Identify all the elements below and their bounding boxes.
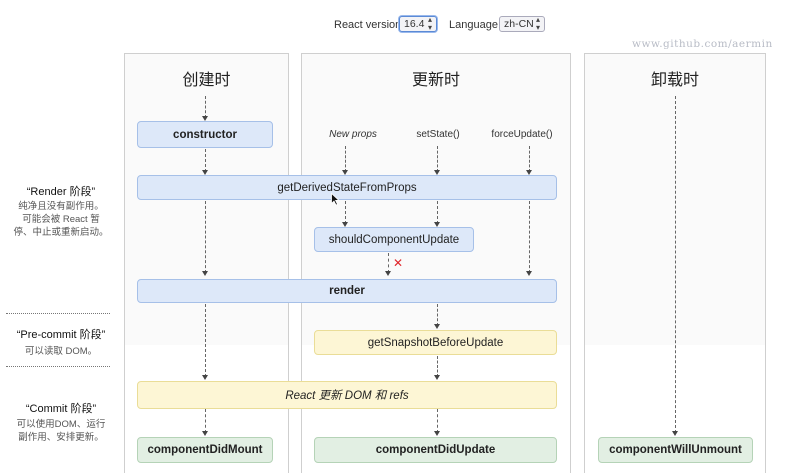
should-component-update-method[interactable]: shouldComponentUpdate bbox=[314, 227, 474, 252]
commit-phase-title: “Commit 阶段” bbox=[25, 403, 97, 415]
flow-connector bbox=[529, 146, 530, 172]
cancel-x-icon: ✕ bbox=[393, 256, 404, 270]
arrow-down-icon bbox=[202, 170, 208, 175]
update-column-title: 更新时 bbox=[411, 72, 460, 89]
arrow-down-icon bbox=[385, 271, 391, 276]
component-did-mount-method[interactable]: componentDidMount bbox=[137, 437, 273, 463]
force-update-trigger: forceUpdate() bbox=[491, 129, 553, 140]
flow-connector bbox=[345, 146, 346, 172]
cursor-icon bbox=[331, 193, 340, 206]
arrow-down-icon bbox=[342, 170, 348, 175]
arrow-down-icon bbox=[434, 431, 440, 436]
commit-phase-desc: 可以使用DOM、运行 副作用、安排更新。 bbox=[16, 419, 106, 443]
language-label: Language bbox=[449, 19, 498, 31]
precommit-phase-desc: 可以读取 DOM。 bbox=[24, 346, 98, 357]
phase-divider bbox=[6, 313, 110, 314]
react-version-value: 16.4 bbox=[404, 18, 425, 30]
arrow-down-icon bbox=[434, 170, 440, 175]
new-props-trigger: New props bbox=[329, 129, 377, 140]
arrow-down-icon bbox=[202, 271, 208, 276]
language-value: zh-CN bbox=[504, 18, 534, 30]
arrow-down-icon bbox=[526, 170, 532, 175]
flow-connector bbox=[437, 304, 438, 326]
arrow-down-icon bbox=[342, 222, 348, 227]
flow-connector bbox=[205, 201, 206, 273]
precommit-phase-title: “Pre-commit 阶段” bbox=[16, 329, 106, 341]
watermark-text: www.github.com/aermin bbox=[632, 38, 773, 50]
caret-updown-icon: ▴▾ bbox=[427, 15, 432, 32]
flow-connector bbox=[205, 96, 206, 118]
flow-connector bbox=[675, 96, 676, 433]
arrow-down-icon bbox=[434, 375, 440, 380]
arrow-down-icon bbox=[434, 222, 440, 227]
flow-connector bbox=[205, 149, 206, 172]
flow-connector bbox=[437, 356, 438, 377]
version-language-bar: React version 16.4 ▴▾ Language zh-CN ▴▾ bbox=[0, 15, 795, 35]
arrow-down-icon bbox=[672, 431, 678, 436]
component-did-update-method[interactable]: componentDidUpdate bbox=[314, 437, 557, 463]
react-update-dom-step[interactable]: React 更新 DOM 和 refs bbox=[137, 381, 557, 409]
get-snapshot-method[interactable]: getSnapshotBeforeUpdate bbox=[314, 330, 557, 355]
flow-connector bbox=[437, 201, 438, 224]
language-select[interactable]: zh-CN ▴▾ bbox=[499, 16, 545, 32]
flow-connector bbox=[205, 304, 206, 377]
react-version-select[interactable]: 16.4 ▴▾ bbox=[399, 16, 437, 32]
flow-connector bbox=[345, 201, 346, 224]
arrow-down-icon bbox=[434, 324, 440, 329]
render-phase-desc: 纯净且没有副作用。 可能会被 React 暂 停、中止或重新启动。 bbox=[13, 201, 109, 238]
flow-connector bbox=[205, 409, 206, 433]
get-derived-state-method[interactable]: getDerivedStateFromProps bbox=[137, 175, 557, 200]
flow-connector bbox=[437, 409, 438, 433]
update-column: 更新时 bbox=[301, 53, 571, 473]
arrow-down-icon bbox=[202, 375, 208, 380]
component-will-unmount-method[interactable]: componentWillUnmount bbox=[598, 437, 753, 463]
create-column-title: 创建时 bbox=[182, 72, 231, 89]
react-version-label: React version bbox=[334, 19, 402, 31]
render-method[interactable]: render bbox=[137, 279, 557, 303]
set-state-trigger: setState() bbox=[416, 129, 460, 140]
flow-connector bbox=[388, 253, 389, 273]
arrow-down-icon bbox=[202, 116, 208, 121]
flow-connector bbox=[437, 146, 438, 172]
caret-updown-icon: ▴▾ bbox=[535, 15, 540, 32]
arrow-down-icon bbox=[202, 431, 208, 436]
unmount-column-title: 卸载时 bbox=[650, 72, 699, 89]
phase-divider bbox=[6, 366, 110, 367]
render-phase-title: “Render 阶段” bbox=[26, 186, 96, 198]
flow-connector bbox=[529, 201, 530, 273]
constructor-method[interactable]: constructor bbox=[137, 121, 273, 148]
arrow-down-icon bbox=[526, 271, 532, 276]
